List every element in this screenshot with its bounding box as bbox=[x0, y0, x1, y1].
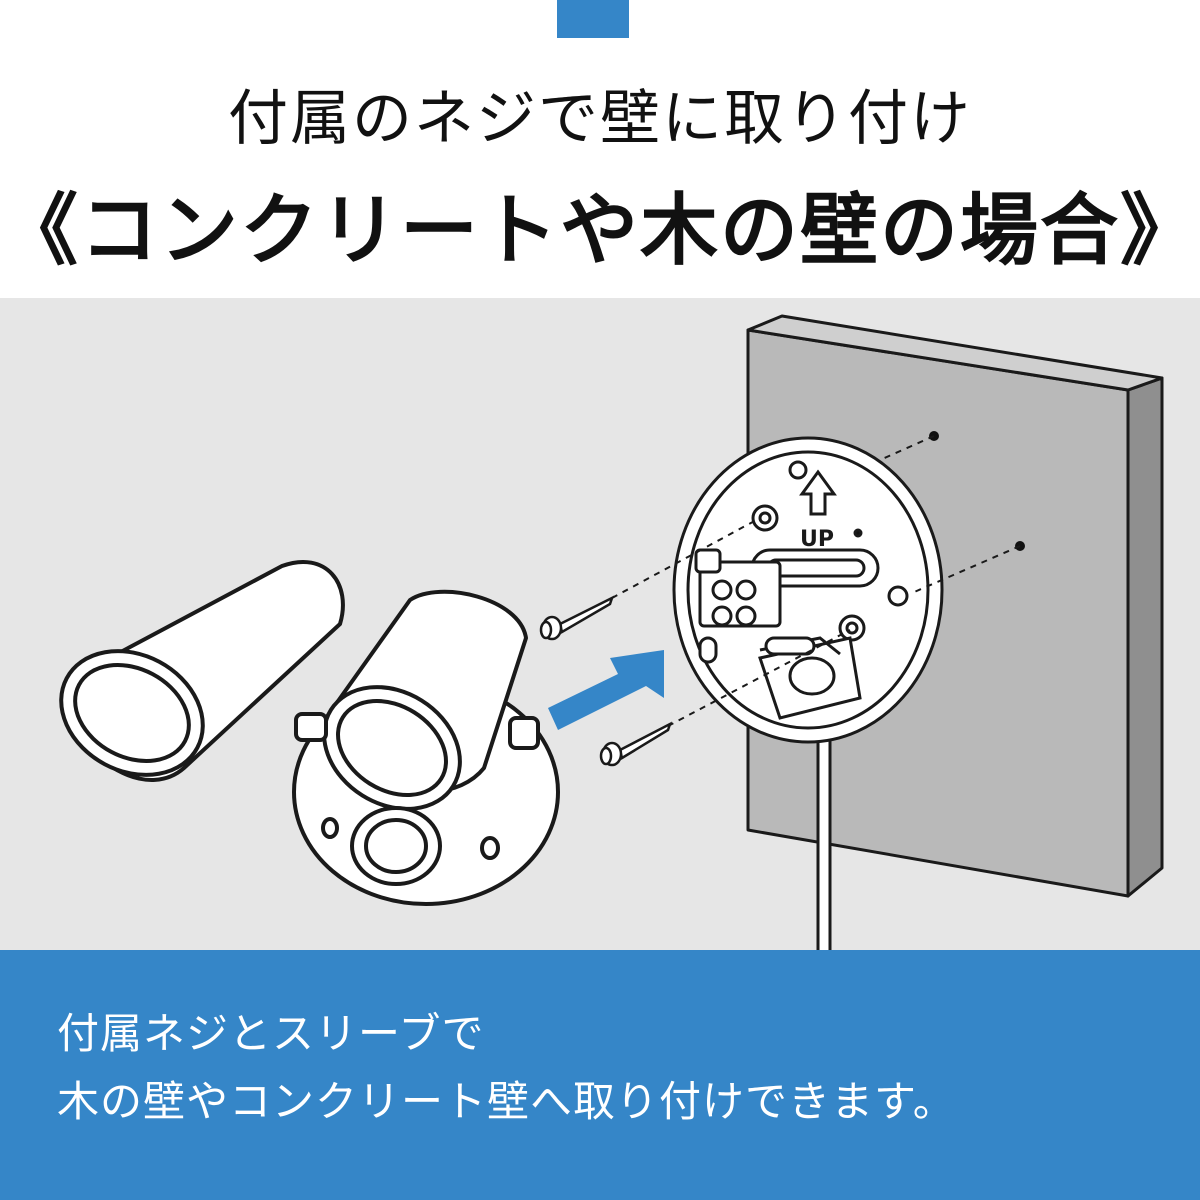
footer-text-line-1: 付属ネジとスリーブで bbox=[57, 1009, 485, 1058]
up-label: UP bbox=[800, 527, 834, 552]
screw-lower bbox=[618, 721, 673, 760]
up-arrow-icon bbox=[799, 469, 837, 516]
page-subtitle: 付属のネジで壁に取り付け bbox=[228, 84, 972, 154]
page-title: 《コンクリートや木の壁の場合》 bbox=[0, 186, 1200, 276]
screw-upper bbox=[558, 595, 615, 634]
footer-text-line-2: 木の壁やコンクリート壁へ取り付けできます。 bbox=[57, 1077, 956, 1126]
install-arrow-icon bbox=[548, 650, 664, 730]
floodlight-device bbox=[59, 559, 560, 906]
guide-lines bbox=[611, 435, 1021, 727]
wall-side bbox=[1126, 376, 1164, 898]
mounting-base bbox=[672, 436, 944, 744]
wall-top bbox=[746, 314, 1164, 392]
footer-band bbox=[0, 950, 1200, 1200]
top-accent-bar bbox=[557, 0, 629, 38]
installation-illustration: UP bbox=[59, 314, 1164, 950]
screw-icon bbox=[539, 595, 673, 767]
base-inner bbox=[686, 450, 930, 730]
